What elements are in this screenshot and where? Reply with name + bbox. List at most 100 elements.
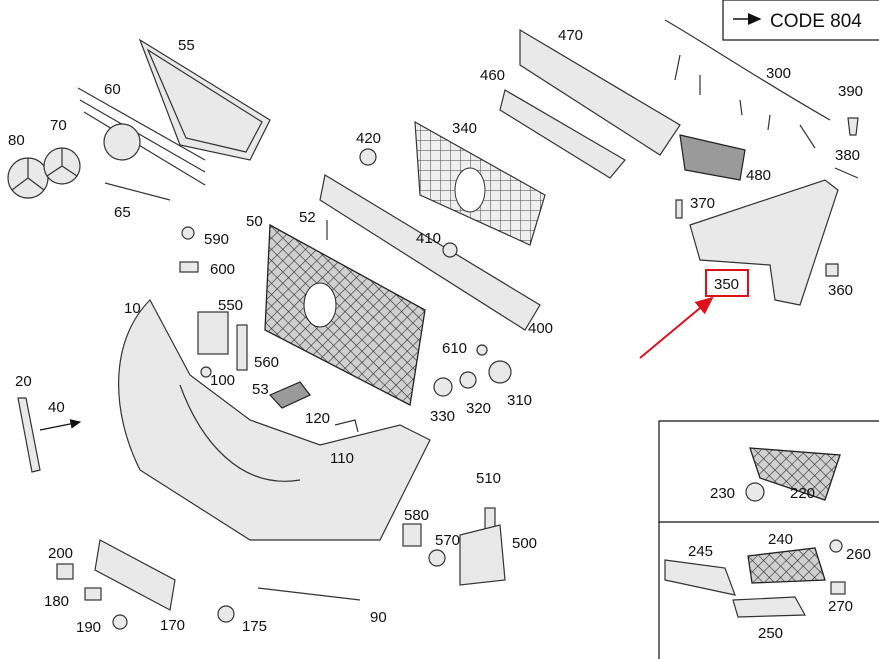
part-310-sensor <box>488 360 512 384</box>
label-420: 420 <box>356 130 381 147</box>
inset-panel <box>658 420 879 659</box>
part-220-fog-grille <box>749 447 841 501</box>
part-360-clip <box>825 263 839 277</box>
label-480: 480 <box>746 167 771 184</box>
part-420-fastener <box>359 148 377 166</box>
highlight-arrow <box>639 296 714 359</box>
label-250: 250 <box>758 625 783 642</box>
part-400-carrier <box>319 174 541 331</box>
label-90: 90 <box>370 609 387 626</box>
label-200: 200 <box>48 545 73 562</box>
label-310: 310 <box>507 392 532 409</box>
label-10: 10 <box>124 300 141 317</box>
part-260-screw <box>829 539 843 553</box>
part-80-star-badge <box>7 157 49 199</box>
part-330-sensor <box>433 377 453 397</box>
label-460: 460 <box>480 67 505 84</box>
label-510: 510 <box>476 470 501 487</box>
label-240: 240 <box>768 531 793 548</box>
part-590-screw <box>181 226 195 240</box>
code-box: CODE 804 <box>722 0 879 41</box>
part-610-screw <box>476 344 488 356</box>
part-20-trim <box>17 397 41 473</box>
label-65: 65 <box>114 204 131 221</box>
part-580-clip <box>402 523 422 547</box>
part-180-clip <box>84 587 102 601</box>
label-70: 70 <box>50 117 67 134</box>
part-270-clip <box>830 581 846 595</box>
part-550-module <box>197 311 229 355</box>
label-53: 53 <box>252 381 269 398</box>
label-560: 560 <box>254 354 279 371</box>
label-260: 260 <box>846 546 871 563</box>
label-60: 60 <box>104 81 121 98</box>
label-360: 360 <box>828 282 853 299</box>
label-570: 570 <box>435 532 460 549</box>
part-350-bracket <box>689 179 839 306</box>
label-100: 100 <box>210 372 235 389</box>
label-50: 50 <box>246 213 263 230</box>
part-120-cable <box>334 419 359 433</box>
part-60-ring <box>103 123 141 161</box>
part-65-strip <box>104 182 171 201</box>
part-60-grille-bars <box>77 87 206 186</box>
part-40-arrow <box>39 419 82 431</box>
label-470: 470 <box>558 27 583 44</box>
part-190-screw <box>112 614 128 630</box>
label-230: 230 <box>710 485 735 502</box>
part-230-cap <box>745 482 765 502</box>
part-480-bracket <box>679 134 746 181</box>
label-300: 300 <box>766 65 791 82</box>
label-500: 500 <box>512 535 537 552</box>
code-label: CODE 804 <box>770 11 862 32</box>
part-200-nut <box>56 563 74 580</box>
part-100-screw <box>200 366 212 378</box>
label-220: 220 <box>790 485 815 502</box>
part-500-bracket <box>459 524 506 586</box>
label-610: 610 <box>442 340 467 357</box>
part-300-wiring <box>664 19 831 149</box>
part-470-absorber <box>519 28 681 156</box>
part-170-plate-bracket <box>94 539 176 611</box>
label-400: 400 <box>528 320 553 337</box>
label-80: 80 <box>8 132 25 149</box>
label-245: 245 <box>688 543 713 560</box>
part-600-clip <box>179 261 199 273</box>
label-190: 190 <box>76 619 101 636</box>
part-460-foam <box>499 89 626 179</box>
label-270: 270 <box>828 598 853 615</box>
part-55-grille-frame <box>138 38 271 161</box>
label-170: 170 <box>160 617 185 634</box>
part-53-bracket <box>268 381 311 409</box>
label-20: 20 <box>15 373 32 390</box>
label-320: 320 <box>466 400 491 417</box>
part-410-fastener <box>442 242 458 258</box>
label-350: 350 <box>714 276 739 293</box>
part-175-plug <box>217 605 235 623</box>
part-245-trim <box>664 559 736 596</box>
label-340: 340 <box>452 120 477 137</box>
label-330: 330 <box>430 408 455 425</box>
part-240-grille <box>747 547 826 584</box>
part-90-strip <box>257 587 361 601</box>
part-560-strip <box>236 324 248 371</box>
label-590: 590 <box>204 231 229 248</box>
label-180: 180 <box>44 593 69 610</box>
label-580: 580 <box>404 507 429 524</box>
label-55: 55 <box>178 37 195 54</box>
label-550: 550 <box>218 297 243 314</box>
part-labels: 55 60 80 70 65 590 600 50 52 10 550 560 … <box>8 27 871 642</box>
label-390: 390 <box>838 83 863 100</box>
label-40: 40 <box>48 399 65 416</box>
highlight-box <box>705 269 749 297</box>
label-52: 52 <box>299 209 316 226</box>
part-390-screw <box>847 117 859 136</box>
label-120: 120 <box>305 410 330 427</box>
part-50-grille <box>264 223 426 406</box>
label-380: 380 <box>835 147 860 164</box>
part-380-strip <box>834 167 859 179</box>
part-250-lamp <box>732 596 807 618</box>
label-600: 600 <box>210 261 235 278</box>
part-570-screw <box>428 549 446 567</box>
